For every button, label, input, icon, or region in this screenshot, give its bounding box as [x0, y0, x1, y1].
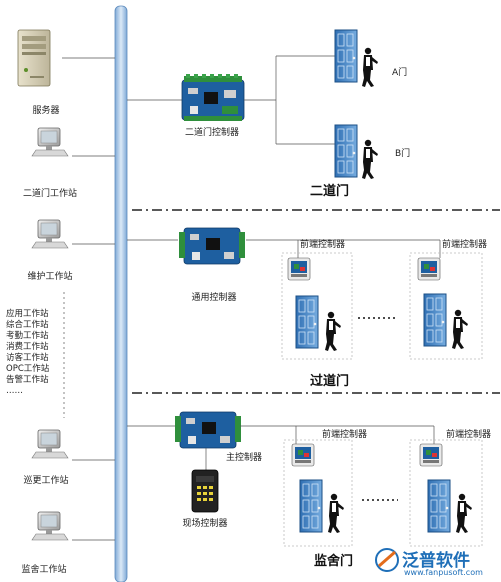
role-item: OPC工作站 [6, 364, 50, 374]
prison-front-left-box [283, 439, 353, 547]
passage-front-right-box [409, 252, 483, 360]
workstation-icon-two-door [31, 127, 69, 157]
field-controller-label: 现场控制器 [182, 519, 228, 529]
watermark: 泛普软件 www.fanpusoft.com [368, 546, 498, 580]
passage-door-left-icon [295, 295, 319, 349]
two-door-title: 二道门 [310, 184, 350, 199]
two-door-controller-icon [181, 73, 245, 122]
passage-door-right-icon [423, 293, 447, 347]
door-b-icon [334, 124, 358, 178]
prison-ws-label: 监舍工作站 [21, 565, 67, 575]
prison-person-left-icon [328, 493, 344, 533]
prison-front-left-reader-icon [291, 443, 315, 467]
role-item: 综合工作站 [6, 320, 49, 330]
door-a-label: A门 [392, 68, 408, 78]
passage-front-left-reader-icon [287, 257, 311, 281]
patrol-ws-label: 巡更工作站 [23, 476, 69, 486]
prison-person-right-icon [456, 493, 472, 533]
prison-door-right-icon [427, 479, 451, 533]
server-label: 服务器 [32, 106, 60, 116]
role-item: 访客工作站 [6, 353, 49, 363]
role-item: …… [6, 386, 23, 396]
passage-front-left-label: 前端控制器 [300, 240, 346, 250]
role-item: 消费工作站 [6, 342, 49, 352]
main-controller-icon [174, 411, 242, 449]
watermark-brand: 泛普软件 [402, 551, 470, 571]
general-controller-label: 通用控制器 [191, 293, 237, 303]
person-b-icon [362, 139, 378, 179]
prison-door-left-icon [299, 479, 323, 533]
door-a-icon [334, 29, 358, 83]
person-a-icon [362, 47, 378, 87]
prison-door-title: 监舍门 [314, 554, 354, 569]
role-item: 告警工作站 [6, 375, 49, 385]
two-door-ws-label: 二道门工作站 [22, 189, 78, 199]
main-controller-label: 主控制器 [226, 453, 263, 463]
workstation-icon-prison [31, 511, 69, 541]
role-list: 应用工作站 综合工作站 考勤工作站 消费工作站 访客工作站 OPC工作站 告警工… [6, 309, 49, 397]
workstation-icon-maintenance [31, 219, 69, 249]
passage-person-right-icon [452, 309, 468, 349]
prison-front-left-label: 前端控制器 [322, 430, 368, 440]
server-icon [17, 29, 51, 87]
workstation-icon-patrol [31, 429, 69, 459]
door-b-label: B门 [395, 149, 411, 159]
prison-front-right-reader-icon [419, 443, 443, 467]
passage-door-title: 过道门 [310, 374, 350, 389]
prison-front-right-label: 前端控制器 [446, 430, 492, 440]
prison-front-right-box [409, 439, 483, 547]
general-controller-icon [178, 227, 246, 265]
role-item: 考勤工作站 [6, 331, 49, 341]
passage-person-left-icon [325, 311, 341, 351]
workstation-links [62, 57, 115, 541]
field-controller-icon [191, 469, 219, 513]
fanpu-logo-icon [375, 548, 399, 572]
network-bus [114, 5, 128, 582]
role-item: 应用工作站 [6, 309, 49, 319]
two-door-controller-label: 二道门控制器 [184, 128, 240, 138]
maintenance-ws-label: 维护工作站 [27, 272, 73, 282]
passage-front-right-reader-icon [417, 257, 441, 281]
passage-front-right-label: 前端控制器 [442, 240, 488, 250]
watermark-url: www.fanpusoft.com [404, 568, 483, 577]
